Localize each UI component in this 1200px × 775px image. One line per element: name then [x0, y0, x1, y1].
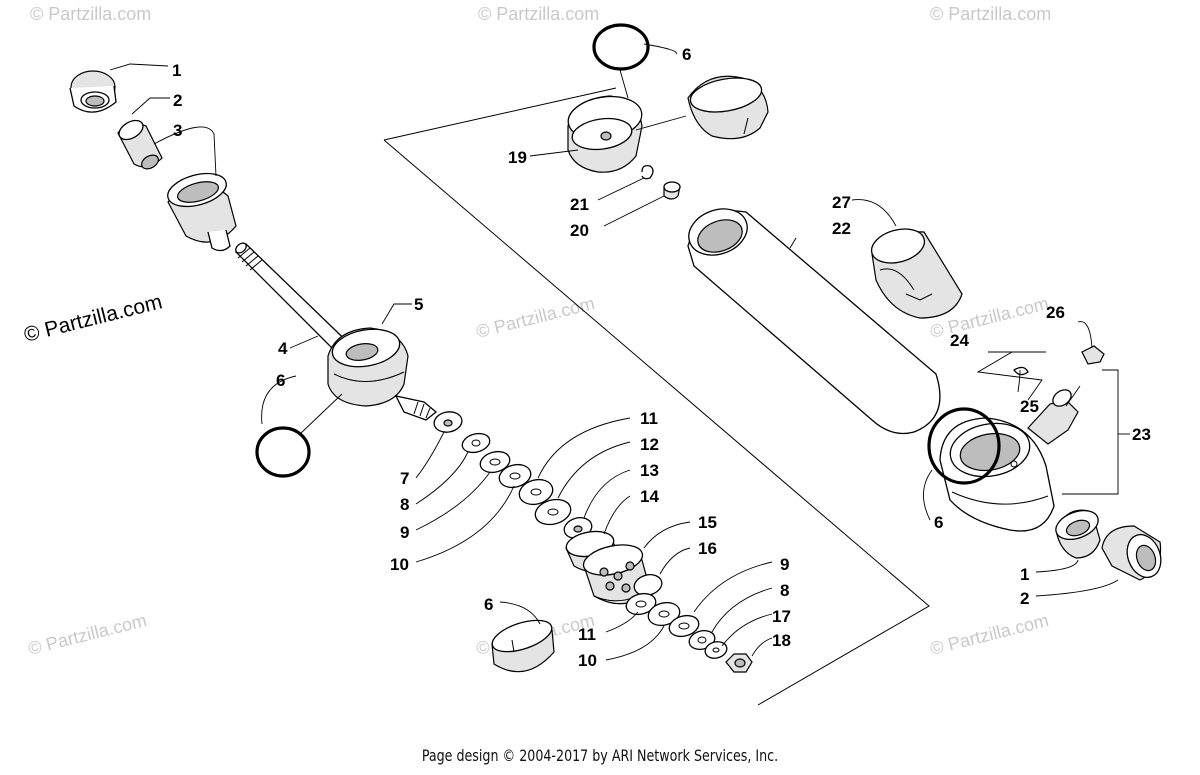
exploded-view-frame-lower	[383, 139, 930, 706]
shim-10-lower	[647, 601, 681, 627]
callout-27: 27	[832, 193, 851, 212]
callout-10-lower: 10	[578, 651, 597, 670]
callout-22: 22	[832, 219, 851, 238]
page-footer-copyright: Page design © 2004-2017 by ARI Network S…	[421, 746, 779, 765]
callout-18: 18	[772, 631, 791, 650]
callout-23: 23	[1132, 425, 1151, 444]
callout-20: 20	[570, 221, 589, 240]
callout-16: 16	[698, 539, 717, 558]
sleeve-27	[870, 228, 963, 319]
gas-valve-assembly-23	[1027, 389, 1079, 445]
watermark-middle-center: © Partzilla.com	[474, 293, 597, 342]
piston-15	[582, 544, 651, 605]
shim-10	[498, 463, 532, 489]
callout-5: 5	[414, 295, 423, 314]
watermark-bottom-right: © Partzilla.com	[928, 610, 1051, 659]
valve-core-26	[1081, 345, 1105, 365]
o-ring-6-top	[592, 23, 650, 71]
shim-11-lower	[625, 592, 657, 616]
piston-stack	[433, 411, 753, 673]
callout-6-right: 6	[934, 513, 943, 532]
bearing-band-6-lower	[491, 619, 555, 673]
shim-8	[461, 432, 491, 454]
watermark-bottom-left: © Partzilla.com	[26, 610, 149, 659]
reservoir-body	[939, 417, 1055, 532]
callout-12: 12	[640, 435, 659, 454]
o-ring-6-left	[255, 426, 311, 478]
o-ring-6-right	[927, 407, 1001, 485]
upper-bushing-1	[69, 70, 117, 113]
callout-14: 14	[640, 487, 659, 506]
watermark-top-left: © Partzilla.com	[30, 4, 151, 24]
callout-6-left: 6	[276, 371, 285, 390]
shaft-eye-3	[167, 172, 237, 252]
callout-21: 21	[570, 195, 589, 214]
shaft-4	[235, 242, 363, 367]
callout-1-upper: 1	[172, 61, 181, 80]
callout-10-upper: 10	[390, 555, 409, 574]
reservoir-end-cap-19	[567, 95, 643, 173]
shim-12	[534, 498, 572, 526]
callout-25: 25	[1020, 397, 1039, 416]
lower-bushing-1	[1055, 509, 1101, 559]
callout-19: 19	[508, 148, 527, 167]
shim-9	[479, 450, 511, 474]
callout-13: 13	[640, 461, 659, 480]
callout-7: 7	[400, 469, 409, 488]
washer-17	[704, 641, 728, 659]
callout-numbers: 1 2 3 4 5 6 6 19 21 20 27 22 26 24 25 23…	[172, 45, 1151, 670]
callout-4: 4	[278, 339, 288, 358]
callout-9-lower: 9	[780, 555, 789, 574]
callout-9-upper: 9	[400, 523, 409, 542]
callout-6-top: 6	[682, 45, 691, 64]
upper-spacer-2	[117, 119, 163, 170]
clip-21	[641, 164, 654, 180]
valve-20	[663, 181, 681, 200]
callout-17: 17	[772, 607, 791, 626]
exploded-view-frame	[383, 87, 617, 141]
shim-11	[518, 478, 554, 506]
nut-18	[725, 653, 753, 673]
callout-11-upper: 11	[640, 409, 658, 428]
shim-9-lower	[668, 614, 700, 638]
callout-11-lower: 11	[578, 625, 596, 644]
callout-15: 15	[698, 513, 717, 532]
callout-2-lower: 2	[1020, 589, 1029, 608]
callout-24: 24	[950, 331, 969, 350]
body-tube-22	[687, 208, 941, 435]
callout-8-upper: 8	[400, 495, 409, 514]
callout-3: 3	[173, 121, 182, 140]
leader-lines	[109, 43, 1130, 661]
watermark-top-right: © Partzilla.com	[930, 4, 1051, 24]
callout-8-lower: 8	[780, 581, 789, 600]
callout-2-upper: 2	[173, 91, 182, 110]
callout-1-lower: 1	[1020, 565, 1029, 584]
lower-spacer-2	[1101, 525, 1162, 581]
watermark-top-center: © Partzilla.com	[478, 4, 599, 24]
callout-6-lower: 6	[484, 595, 493, 614]
watermark-main: © Partzilla.com	[22, 290, 165, 347]
shaft-bearing-5	[327, 327, 438, 421]
callout-26: 26	[1046, 303, 1065, 322]
o-ring-25	[1013, 366, 1029, 376]
bearing-band-6-top	[687, 75, 769, 140]
